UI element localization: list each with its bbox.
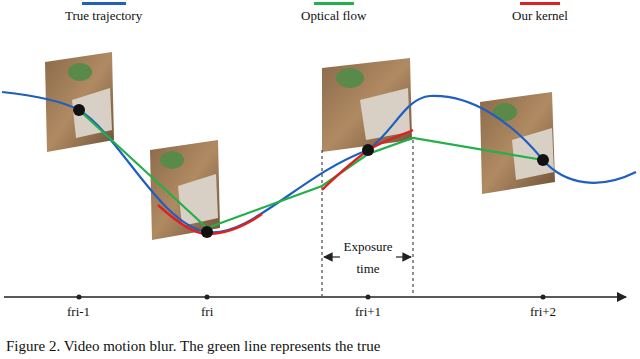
- dimension-label: Exposure time: [340, 236, 396, 280]
- time-axis: [4, 296, 626, 297]
- legend-line: [520, 2, 560, 5]
- axis-label: fri-1: [67, 304, 90, 320]
- legend-text: Optical flow: [301, 8, 366, 23]
- true-trajectory: [2, 92, 636, 232]
- axis-label: fri+2: [530, 304, 556, 320]
- axis-label: fri+1: [355, 304, 381, 320]
- frame-dot: [537, 154, 549, 166]
- legend-item: Our kernel: [512, 2, 568, 24]
- frame-dot: [362, 144, 374, 156]
- axis-tick: [205, 295, 210, 300]
- legend-item: True trajectory: [65, 2, 142, 24]
- dashed-line: [413, 140, 414, 296]
- optical-flow: [79, 110, 543, 228]
- frame-dot: [73, 104, 85, 116]
- legend-text: Our kernel: [512, 8, 568, 23]
- legend-line: [314, 2, 354, 5]
- legend-line: [82, 2, 126, 5]
- legend-item: Optical flow: [301, 2, 366, 24]
- legend-text: True trajectory: [65, 8, 142, 23]
- axis-label: fri: [201, 304, 213, 320]
- axis-tick: [541, 295, 546, 300]
- dimension-arrow: [396, 256, 411, 257]
- axis-tick: [77, 295, 82, 300]
- axis-tick: [366, 295, 371, 300]
- video-frame: [480, 92, 555, 194]
- dimension-arrow: [324, 256, 340, 257]
- frame-dot: [201, 226, 213, 238]
- video-frame: [322, 58, 412, 152]
- figure-caption: Figure 2. Video motion blur. The green l…: [6, 338, 380, 355]
- our-kernel: [322, 130, 413, 190]
